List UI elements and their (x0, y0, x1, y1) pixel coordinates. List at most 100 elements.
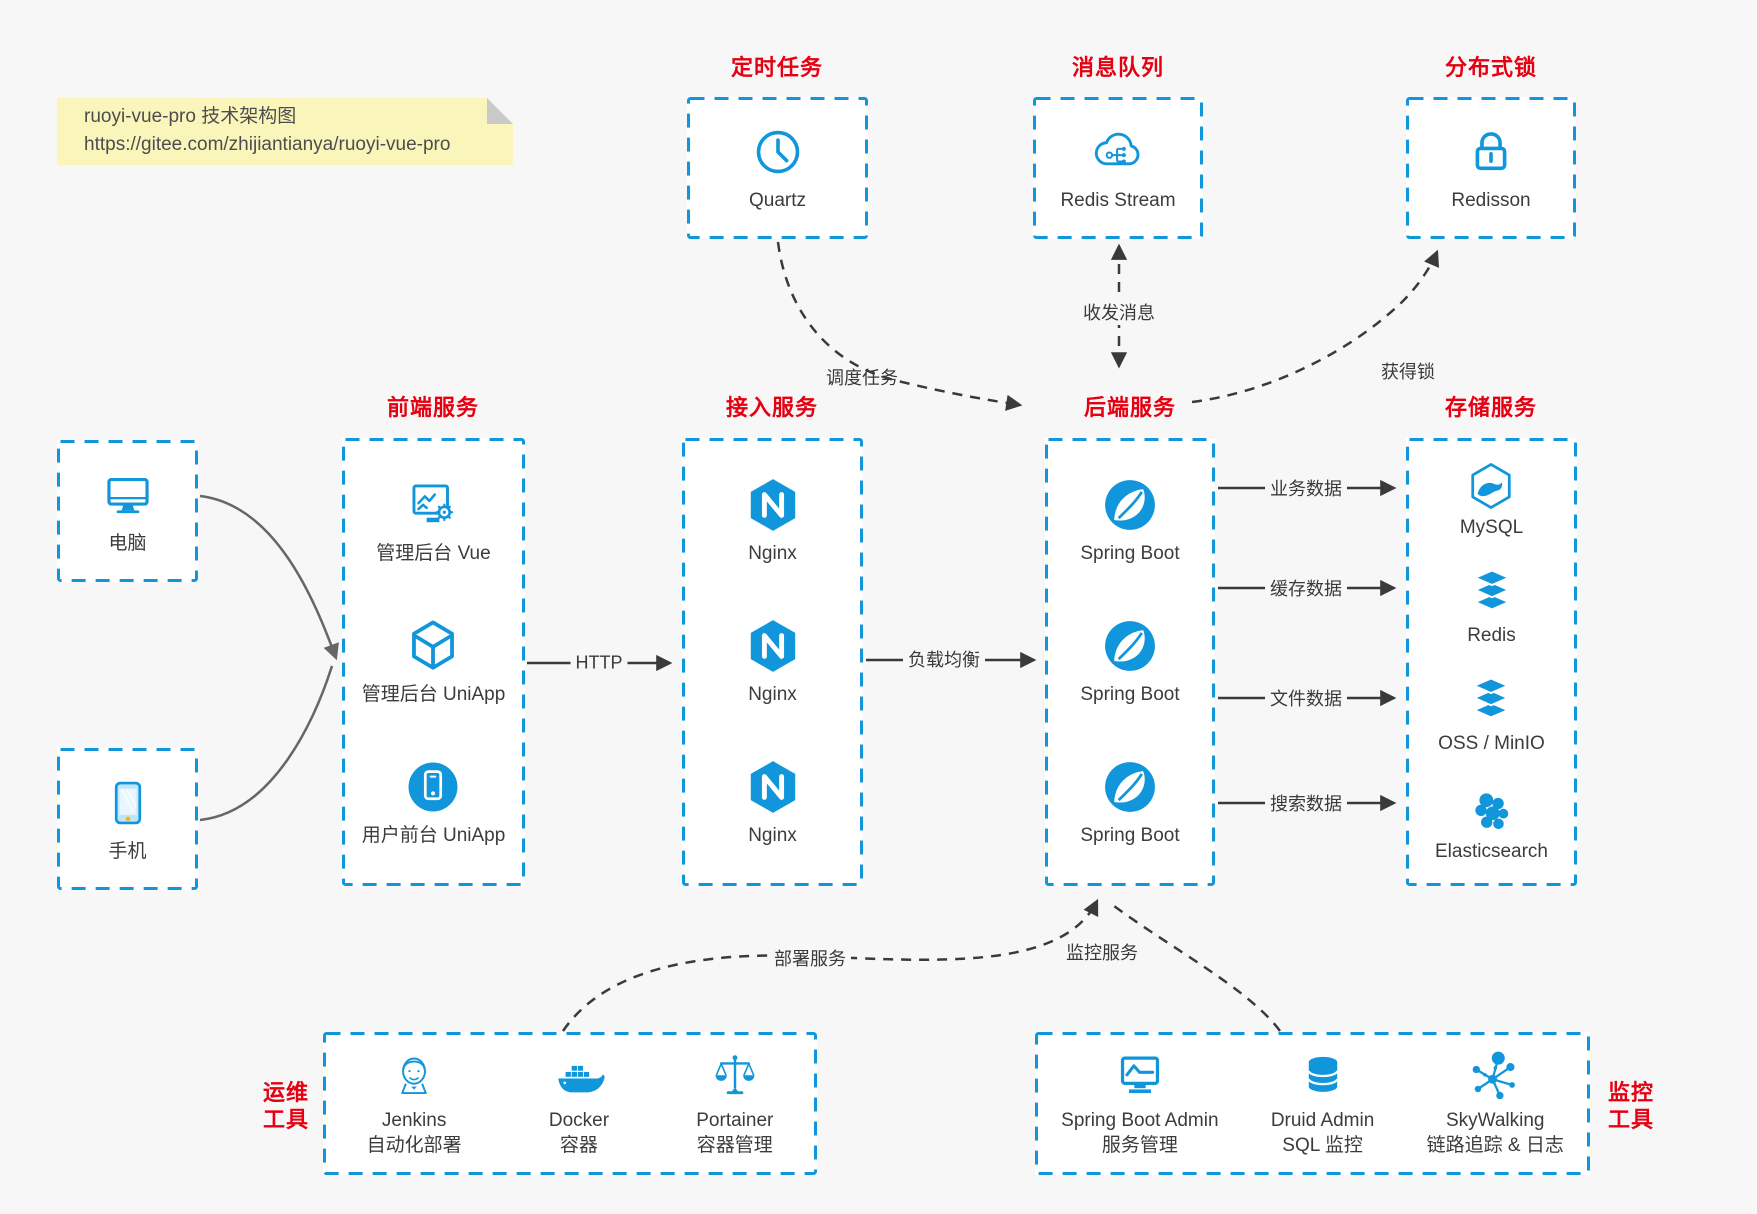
client-curves (199, 494, 339, 822)
node-label-line: Portainer (696, 1109, 774, 1131)
note-title: ruoyi-vue-pro 技术架构图 (84, 106, 297, 127)
node-elasticsearch: Elasticsearch (1435, 784, 1548, 864)
edge-label-http: HTTP (570, 652, 628, 674)
node-label: Spring Boot (1080, 683, 1180, 705)
node-label: Docker 容器 (549, 1108, 609, 1158)
group-title-line: 工具 (262, 1107, 309, 1132)
node-spring-boot-admin: Spring Boot Admin 服务管理 (1061, 1050, 1219, 1158)
node-mysql: MySQL (1460, 460, 1523, 540)
node-label: 管理后台 UniApp (361, 683, 506, 705)
node-label-line: 自动化部署 (366, 1134, 462, 1156)
spring-boot-admin-icon (1114, 1050, 1166, 1102)
node-label-line: Druid Admin (1270, 1109, 1375, 1131)
group-box-backend: Spring Boot Spring Boot Spring Boot (1045, 438, 1215, 886)
group-title-line: 监控 (1607, 1080, 1654, 1105)
node-nginx: Nginx (744, 476, 802, 566)
note-url: https://gitee.com/zhijiantianya/ruoyi-vu… (84, 134, 451, 155)
node-portainer: Portainer 容器管理 (696, 1050, 773, 1158)
group-title-storage: 存储服务 (1444, 395, 1537, 420)
group-box-scheduled-tasks: Quartz (687, 97, 868, 239)
edge-label-cache-data: 缓存数据 (1265, 575, 1347, 601)
desktop-icon (99, 466, 157, 524)
node-spring-boot: Spring Boot (1080, 476, 1180, 566)
group-title-monitor-tools: 监控 工具 (1596, 1079, 1666, 1133)
edge-label-search-data: 搜索数据 (1265, 790, 1347, 816)
clock-icon (749, 123, 807, 181)
nginx-icon (744, 476, 802, 534)
group-title-line: 工具 (1607, 1107, 1654, 1132)
skywalking-icon (1469, 1050, 1521, 1102)
node-label-line: Jenkins (381, 1109, 447, 1131)
node-label: OSS / MinIO (1438, 733, 1545, 754)
node-label: Nginx (748, 683, 797, 705)
group-box-storage: MySQL Redis OSS / MinIO Elasticsearch (1406, 438, 1577, 886)
redis-stack-icon (1466, 568, 1518, 620)
mobile-phone-icon (99, 774, 157, 832)
group-title-access: 接入服务 (725, 395, 818, 420)
group-title-distributed-lock: 分布式锁 (1444, 55, 1537, 80)
node-user-uniapp: 用户前台 UniApp (361, 758, 506, 848)
group-title-message-queue: 消息队列 (1071, 55, 1164, 80)
client-box-pc: 电脑 (57, 440, 198, 582)
node-label: Redis Stream (1060, 190, 1176, 211)
storage-stack-icon (1465, 676, 1517, 728)
node-redis-stream: Redis Stream (1060, 123, 1176, 213)
group-box-ops-tools: Jenkins 自动化部署 Docker 容器 Portainer 容器管理 (323, 1032, 817, 1175)
druid-icon (1297, 1050, 1349, 1102)
group-title-frontend: 前端服务 (386, 395, 479, 420)
node-redisson: Redisson (1451, 123, 1531, 213)
nginx-icon (744, 758, 802, 816)
group-box-frontend: 管理后台 Vue 管理后台 UniApp 用户前台 UniApp (342, 438, 525, 886)
node-jenkins: Jenkins 自动化部署 (367, 1050, 462, 1158)
edge-label-lock: 获得锁 (1381, 362, 1435, 382)
node-label-line: Spring Boot Admin (1061, 1109, 1219, 1131)
node-pc: 电脑 (99, 466, 157, 556)
group-box-message-queue: Redis Stream (1033, 97, 1203, 239)
node-label: SkyWalking 链路追踪 & 日志 (1427, 1108, 1564, 1158)
node-label: 管理后台 Vue (376, 542, 491, 564)
node-label: MySQL (1459, 517, 1524, 538)
node-druid-admin: Druid Admin SQL 监控 (1271, 1050, 1375, 1158)
edge-label-deploy: 部署服务 (769, 945, 851, 971)
node-label: Redis (1467, 625, 1516, 646)
cloud-stream-icon (1089, 123, 1147, 181)
docker-icon (553, 1050, 605, 1102)
node-admin-vue: 管理后台 Vue (376, 476, 491, 566)
sticky-note: ruoyi-vue-pro 技术架构图 https://gitee.com/zh… (57, 98, 513, 165)
node-label-line: 服务管理 (1101, 1134, 1178, 1156)
node-label-line: 容器 (559, 1134, 598, 1156)
jenkins-icon (388, 1050, 440, 1102)
edge-label-monitor: 监控服务 (1061, 939, 1143, 965)
group-title-backend: 后端服务 (1083, 395, 1176, 420)
node-label: Spring Boot Admin 服务管理 (1061, 1108, 1218, 1158)
node-label: Jenkins 自动化部署 (367, 1108, 462, 1158)
node-phone: 手机 (99, 774, 157, 864)
node-label-line: Docker (548, 1109, 610, 1131)
node-redis: Redis (1466, 568, 1518, 648)
node-label: Quartz (748, 190, 807, 211)
edge-label-messaging: 收发消息 (1078, 299, 1160, 325)
admin-vue-icon (404, 476, 462, 534)
node-skywalking: SkyWalking 链路追踪 & 日志 (1427, 1050, 1564, 1158)
node-label: Nginx (748, 825, 797, 847)
node-label: Redisson (1451, 190, 1531, 211)
node-label: 电脑 (108, 533, 147, 554)
node-admin-uniapp: 管理后台 UniApp (361, 617, 506, 707)
node-label: Elasticsearch (1435, 841, 1548, 862)
client-box-phone: 手机 (57, 748, 198, 890)
node-label-line: SkyWalking (1445, 1109, 1545, 1131)
node-label-line: SQL 监控 (1282, 1134, 1363, 1156)
node-label: Druid Admin SQL 监控 (1271, 1108, 1375, 1158)
group-title-scheduled-tasks: 定时任务 (730, 55, 823, 80)
spring-boot-icon (1101, 758, 1159, 816)
elasticsearch-icon (1466, 784, 1518, 836)
node-label: 用户前台 UniApp (361, 825, 506, 847)
node-oss-minio: OSS / MinIO (1438, 676, 1545, 756)
node-label: Nginx (748, 542, 797, 564)
node-nginx: Nginx (744, 758, 802, 848)
edge-label-load-balance: 负载均衡 (903, 646, 985, 672)
node-docker: Docker 容器 (549, 1050, 609, 1158)
group-box-distributed-lock: Redisson (1406, 97, 1576, 239)
edge-label-business-data: 业务数据 (1265, 475, 1347, 501)
